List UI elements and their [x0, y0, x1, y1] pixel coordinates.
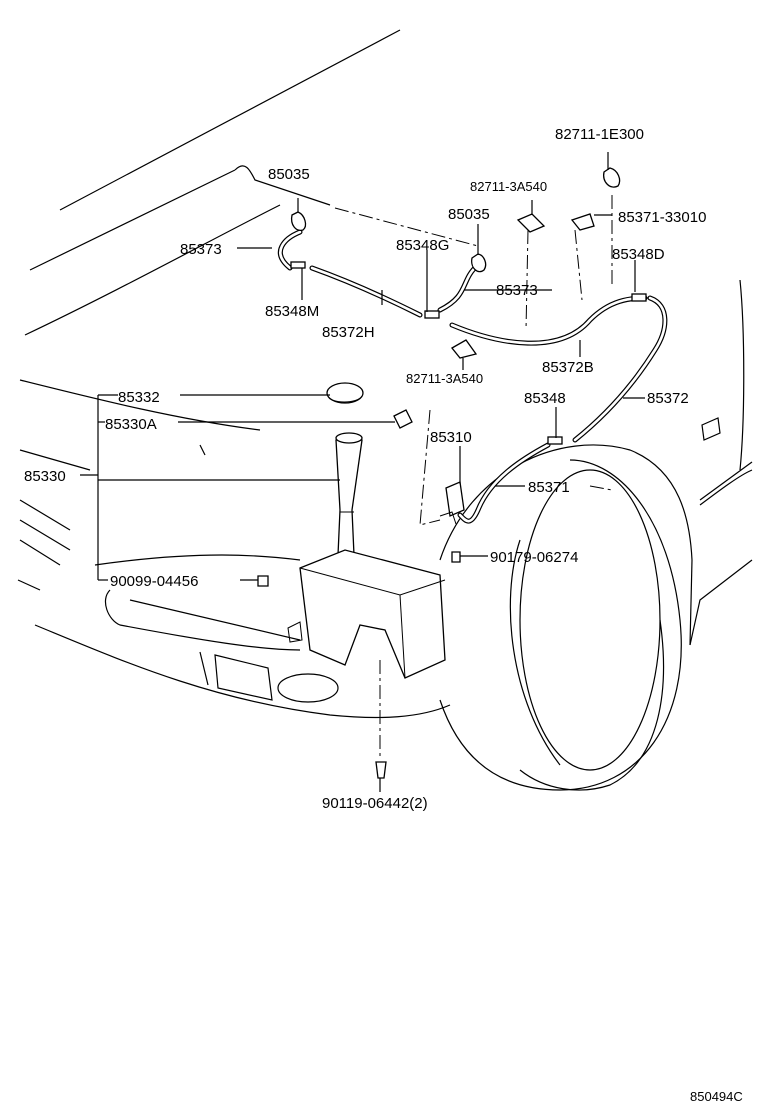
label-85372b: 85372B: [542, 359, 594, 376]
label-85330: 85330: [24, 468, 66, 485]
label-90179-06274: 90179-06274: [490, 549, 578, 566]
inlet-cap: [326, 382, 364, 404]
washer-pump: [445, 481, 465, 517]
inlet-tube: [335, 434, 363, 556]
label-85348d: 85348D: [612, 246, 665, 263]
label-82711-1e300: 82711-1E300: [555, 126, 644, 143]
label-85372h: 85372H: [322, 324, 375, 341]
bolt-90179: [451, 551, 461, 563]
washer-nozzle-right: [471, 253, 487, 273]
label-85310: 85310: [430, 429, 472, 446]
label-90099-04456: 90099-04456: [110, 573, 198, 590]
nozzles-and-clips: [290, 167, 621, 359]
label-85373-left: 85373: [180, 241, 222, 258]
label-85348m: 85348M: [265, 303, 319, 320]
label-85348: 85348: [524, 390, 566, 407]
part-labels: 82711-1E300 85035 82711-3A540 85035 8537…: [24, 126, 743, 1104]
label-85035-right: 85035: [448, 206, 490, 223]
hose-clip-lower: [451, 339, 478, 359]
washer-nozzle-left: [290, 211, 307, 231]
label-85373-right: 85373: [496, 282, 538, 299]
hose-clip-upper: [516, 213, 546, 233]
label-85332: 85332: [118, 389, 160, 406]
car-body-outline: [17, 29, 753, 791]
bolt-90099: [257, 575, 269, 587]
label-85035-left: 85035: [268, 166, 310, 183]
rear-nozzle: [603, 167, 621, 188]
figure-code: 850494C: [690, 1089, 743, 1104]
label-85371: 85371: [528, 479, 570, 496]
label-85330a: 85330A: [105, 416, 157, 433]
grommet: [393, 409, 413, 429]
label-82711-3a540-upper: 82711-3A540: [470, 179, 547, 194]
label-85372: 85372: [647, 390, 689, 407]
label-82711-3a540-lower: 82711-3A540: [406, 371, 483, 386]
washer-reservoir-assembly: [257, 382, 465, 779]
washer-tank: [299, 549, 446, 679]
label-85371-33010: 85371-33010: [618, 209, 706, 226]
bolt-90119: [375, 761, 387, 779]
hose-clip-right: [570, 213, 595, 231]
label-85348g: 85348G: [396, 237, 449, 254]
leader-lines: [80, 152, 645, 792]
label-90119-06442: 90119-06442(2): [322, 795, 428, 812]
